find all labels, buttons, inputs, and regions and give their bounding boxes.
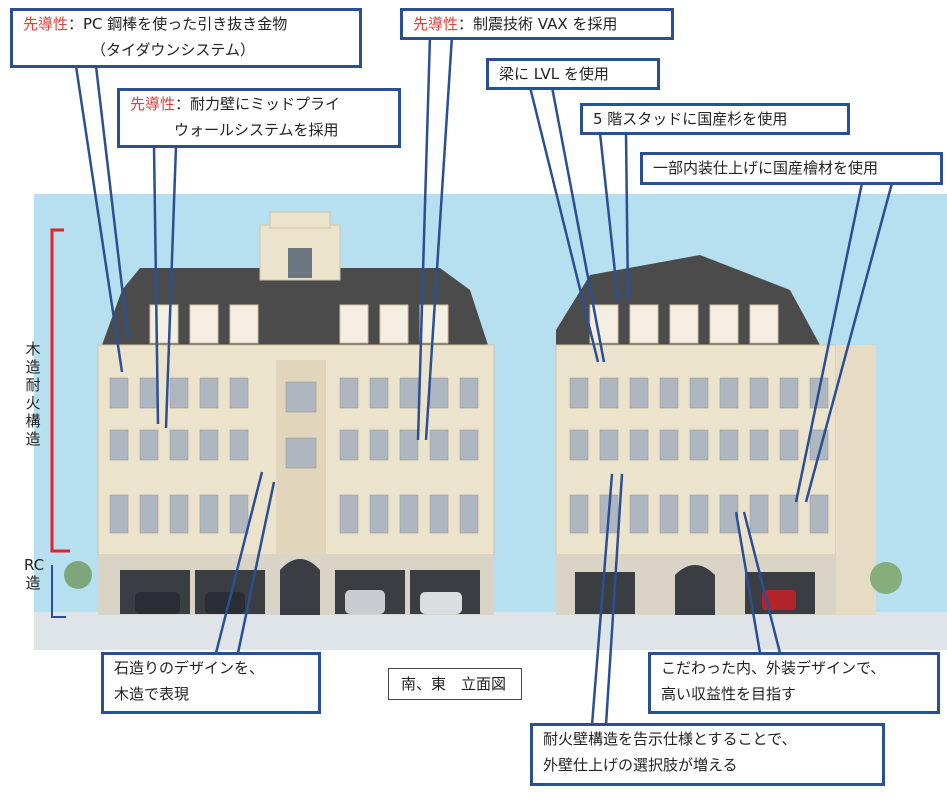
callout-vax-tag: 先導性 [413,15,459,33]
callout-fireproof-text: 耐火壁構造を告示仕様とすることで、 [543,730,797,748]
callout-stone-text: 石造りのデザインを、 [114,659,265,677]
callout-fireproof-text-2: 外壁仕上げの選択肢が増える [543,756,738,774]
callout-pc-bar-tag: 先導性 [23,15,69,33]
callout-pc-bar-text-2: （タイダウンシステム） [91,41,255,59]
right-windows [569,377,829,534]
callout-fireproof: 耐火壁構造を告示仕様とすることで、 外壁仕上げの選択肢が増える [530,723,885,786]
callout-stone: 石造りのデザインを、 木造で表現 [101,652,321,714]
callout-stone-text-2: 木造で表現 [114,685,190,703]
left-tower-cap [269,211,331,229]
wood-structure-label: 木造耐火構造 [25,340,41,448]
callout-design: こだわった内、外装デザインで、 高い収益性を目指す [648,652,940,714]
callout-lvl: 梁に LVL を使用 [486,58,660,90]
callout-midply: 先導性：耐力壁にミッドプライ ウォールシステムを採用 [117,88,401,148]
leader-lines [74,35,894,726]
callout-hinoki: 一部内装仕上げに国産檜材を使用 [640,152,943,185]
ground [34,612,947,650]
callout-pc-bar: 先導性：PC 鋼棒を使った引き抜き金物 （タイダウンシステム） [10,8,362,68]
left-windows [109,377,479,534]
right-side-wing [836,345,876,615]
callout-cedar: 5 階スタッドに国産杉を使用 [580,103,850,135]
callout-pc-bar-text: ：PC 鋼棒を使った引き抜き金物 [68,15,288,33]
callout-midply-text: ：耐力壁にミッドプライ [175,95,341,113]
rc-structure-label: RC造 [24,556,45,592]
callout-design-text: こだわった内、外装デザインで、 [661,659,886,677]
callout-vax-text: ：制震技術 VAX を採用 [458,15,618,33]
left-dormers [149,304,449,344]
height-bracket [50,228,70,553]
right-dormers [589,304,779,344]
red-car [762,590,796,610]
trees [64,561,902,594]
left-tower-window [288,248,312,278]
right-entrance [675,565,715,615]
left-building [97,211,495,615]
elevation-label: 南、東 立面図 [388,668,522,700]
left-cars [135,590,462,614]
callout-vax: 先導性：制震技術 VAX を採用 [400,8,674,40]
left-entrance [280,559,320,615]
callout-design-text-2: 高い収益性を目指す [661,685,797,703]
callout-midply-text-2: ウォールシステムを採用 [174,121,339,139]
callout-midply-tag: 先導性 [130,95,176,113]
rc-bracket [51,565,66,618]
right-building [555,255,876,615]
